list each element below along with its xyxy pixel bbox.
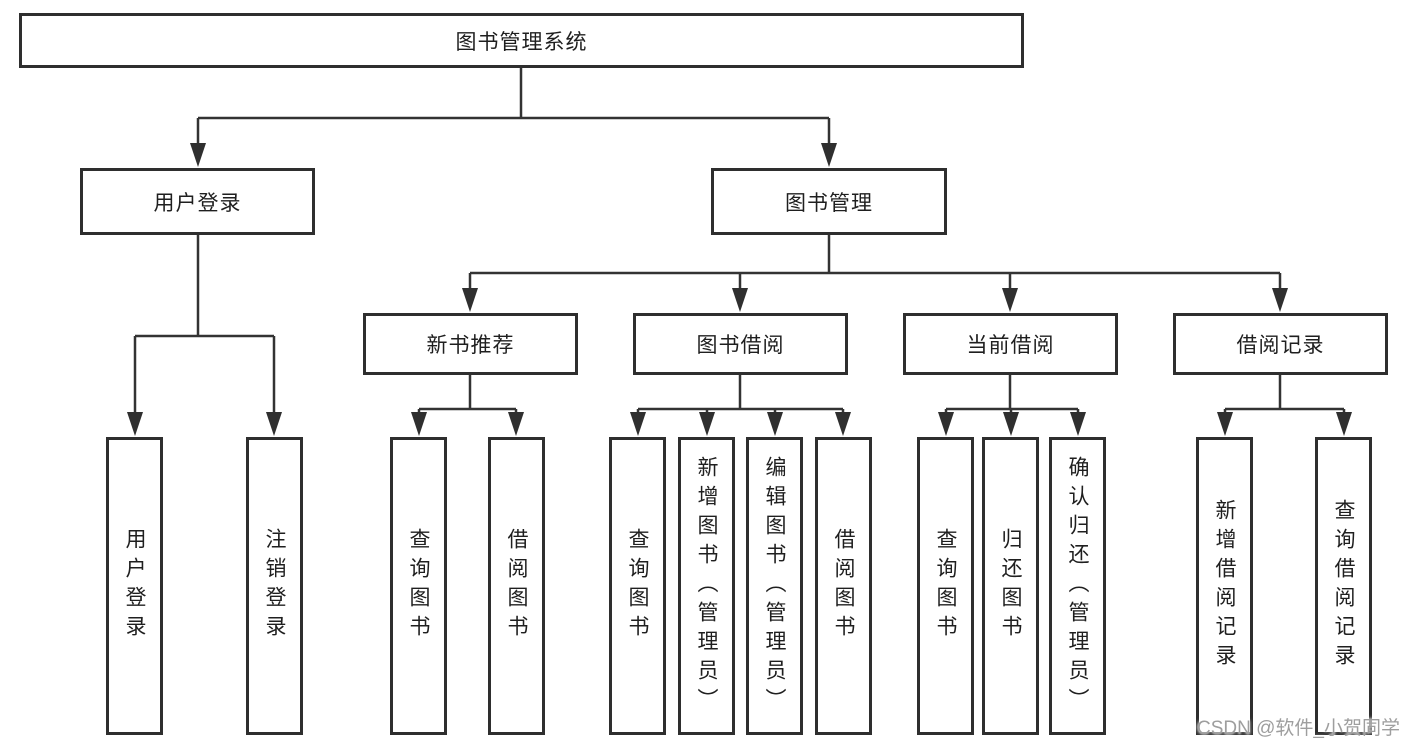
leaf-query-borrow-record-label: 查询借阅记录	[1332, 499, 1355, 673]
node-root-label: 图书管理系统	[455, 30, 588, 54]
node-user-login-label: 用户登录	[153, 191, 242, 215]
leaf-edit-book-admin-label: 编辑图书（管理员）	[763, 455, 786, 717]
leaf-query-book-recommend: 查询图书	[390, 437, 447, 735]
node-user-login: 用户登录	[80, 168, 315, 235]
node-new-book-recommend-label: 新书推荐	[426, 334, 515, 357]
node-current-borrow: 当前借阅	[903, 313, 1118, 375]
node-borrow-record-label: 借阅记录	[1236, 334, 1325, 357]
node-borrow-record: 借阅记录	[1173, 313, 1388, 375]
leaf-add-book-admin: 新增图书（管理员）	[678, 437, 735, 735]
leaf-add-borrow-record: 新增借阅记录	[1196, 437, 1253, 735]
csdn-watermark: CSDN @软件_小贺同学	[1197, 718, 1400, 739]
leaf-user-login-label: 用户登录	[123, 528, 146, 644]
node-book-management: 图书管理	[711, 168, 947, 235]
leaf-return-book: 归还图书	[982, 437, 1039, 735]
leaf-logout: 注销登录	[246, 437, 303, 735]
leaf-borrow-book: 借阅图书	[815, 437, 872, 735]
leaf-confirm-return-admin-label: 确认归还（管理员）	[1066, 455, 1089, 717]
leaf-add-borrow-record-label: 新增借阅记录	[1213, 499, 1236, 673]
leaf-user-login: 用户登录	[106, 437, 163, 735]
leaf-edit-book-admin: 编辑图书（管理员）	[746, 437, 803, 735]
leaf-borrow-book-label: 借阅图书	[832, 528, 855, 644]
leaf-confirm-return-admin: 确认归还（管理员）	[1049, 437, 1106, 735]
leaf-return-book-label: 归还图书	[999, 528, 1022, 644]
node-root: 图书管理系统	[19, 13, 1024, 68]
leaf-borrow-book-recommend-label: 借阅图书	[505, 528, 528, 644]
leaf-add-book-admin-label: 新增图书（管理员）	[695, 455, 718, 717]
leaf-query-borrow-record: 查询借阅记录	[1315, 437, 1372, 735]
node-new-book-recommend: 新书推荐	[363, 313, 578, 375]
leaf-query-book-recommend-label: 查询图书	[407, 528, 430, 644]
leaf-query-current-book-label: 查询图书	[934, 528, 957, 644]
node-book-borrow: 图书借阅	[633, 313, 848, 375]
leaf-borrow-book-recommend: 借阅图书	[488, 437, 545, 735]
node-book-borrow-label: 图书借阅	[696, 334, 785, 357]
leaf-query-current-book: 查询图书	[917, 437, 974, 735]
node-book-management-label: 图书管理	[785, 191, 873, 215]
node-current-borrow-label: 当前借阅	[966, 334, 1055, 357]
leaf-query-book-label: 查询图书	[626, 528, 649, 644]
leaf-query-book: 查询图书	[609, 437, 666, 735]
leaf-logout-label: 注销登录	[263, 528, 286, 644]
arrowheads	[127, 143, 1352, 436]
